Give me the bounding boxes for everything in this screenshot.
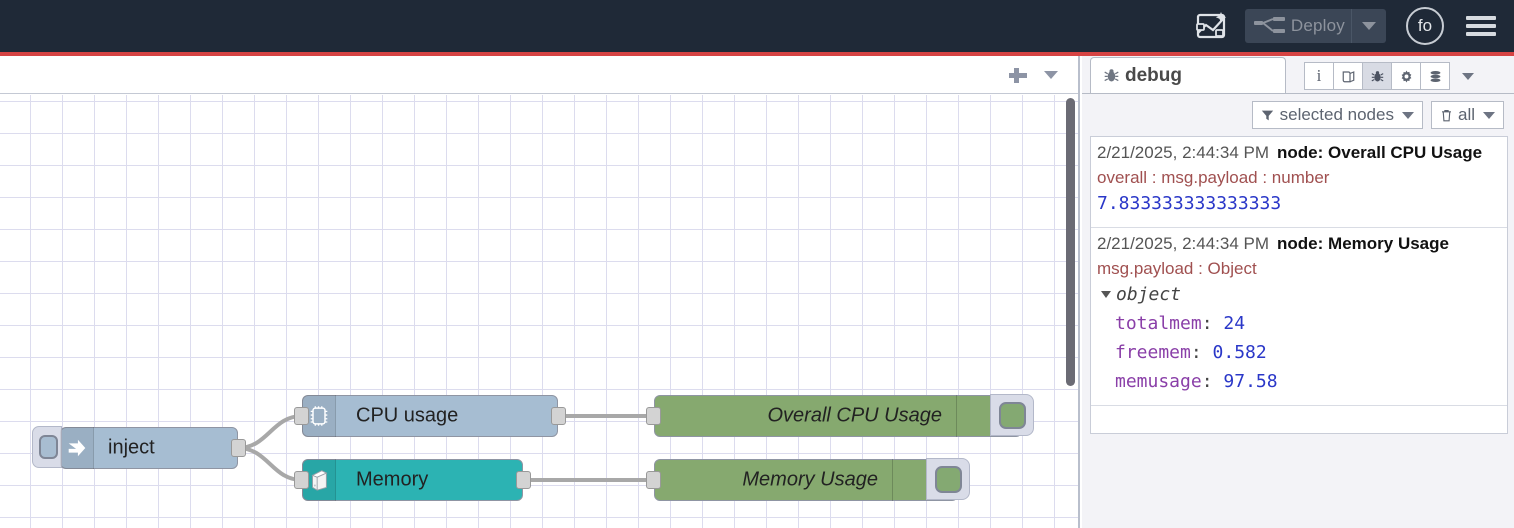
help-book-icon[interactable]: [1333, 62, 1363, 90]
node-output-port[interactable]: [551, 407, 566, 425]
hamburger-menu-icon[interactable]: [1466, 12, 1496, 40]
debug-source-node: node: Memory Usage: [1277, 234, 1449, 254]
debug-message-value: 7.833333333333333: [1097, 193, 1282, 215]
tab-debug[interactable]: debug: [1090, 57, 1286, 93]
chevron-down-icon: [1362, 22, 1376, 30]
debug-enable-toggle[interactable]: [990, 394, 1034, 436]
filter-label: selected nodes: [1279, 105, 1394, 124]
property-value: 24: [1223, 313, 1246, 335]
debug-message[interactable]: 2/21/2025, 2:44:34 PM node: Overall CPU U…: [1091, 137, 1507, 229]
avatar[interactable]: fo: [1406, 7, 1444, 45]
info-icon[interactable]: i: [1304, 62, 1334, 90]
debug-lines-icon: [956, 395, 992, 437]
deploy-divider: [1351, 9, 1352, 43]
chevron-down-icon: [1044, 70, 1058, 79]
flow-editor: inject CPU us: [0, 56, 1080, 528]
node-output-port[interactable]: [516, 471, 531, 489]
canvas-vertical-scrollbar[interactable]: [1066, 98, 1075, 386]
debug-timestamp: 2/21/2025, 2:44:34 PM: [1097, 143, 1270, 162]
debug-message-list[interactable]: 2/21/2025, 2:44:34 PM node: Overall CPU U…: [1090, 136, 1508, 434]
property-key: freemem: [1115, 341, 1191, 363]
flow-add-icon[interactable]: [1191, 6, 1231, 46]
flow-canvas[interactable]: inject CPU us: [0, 95, 1078, 528]
clear-label: all: [1457, 105, 1475, 124]
flow-node-label: inject: [108, 436, 155, 459]
debug-filter-row: selected nodes all: [1082, 95, 1514, 135]
flow-node-memory-usage[interactable]: Memory Usage: [646, 458, 970, 501]
debug-lines-icon: [892, 459, 928, 501]
clear-messages-button[interactable]: all: [1430, 101, 1504, 129]
node-input-port[interactable]: [646, 407, 661, 425]
sidebar-tab-row: debug i: [1082, 56, 1514, 94]
flow-node-label: Memory: [356, 468, 429, 491]
chevron-down-icon: [1483, 111, 1495, 119]
debug-object-property: totalmem: 24: [1115, 313, 1246, 335]
app-header: Deploy fo: [0, 0, 1514, 52]
chevron-down-icon: [1462, 72, 1474, 80]
debug-message-header: 2/21/2025, 2:44:34 PM node: Overall CPU U…: [1097, 141, 1507, 166]
debug-message-header: 2/21/2025, 2:44:34 PM node: Memory Usage: [1097, 232, 1507, 257]
trash-icon: [1442, 109, 1451, 121]
debug-object-property: freemem: 0.582: [1115, 341, 1267, 363]
debug-message-topic: msg.payload : Object: [1097, 258, 1257, 278]
deploy-node-icon: [1253, 15, 1287, 37]
tab-label: debug: [1125, 64, 1182, 86]
sidebar-tool-group: i: [1304, 62, 1483, 93]
node-input-port[interactable]: [294, 471, 309, 489]
canvas-toolbar: [0, 56, 1078, 94]
debug-enable-toggle[interactable]: [926, 458, 970, 500]
deploy-dropdown-button[interactable]: [1352, 22, 1386, 30]
deploy-label: Deploy: [1290, 16, 1345, 35]
plus-icon[interactable]: [1000, 58, 1034, 92]
flow-node-cpu-usage[interactable]: CPU usage: [294, 395, 566, 437]
bug-icon: [1104, 69, 1119, 82]
server-tower-icon: [302, 459, 336, 501]
inject-trigger-button[interactable]: [32, 426, 62, 468]
flow-node-memory[interactable]: Memory: [294, 459, 531, 501]
sidebar-options-button[interactable]: [1453, 62, 1483, 90]
property-key: memusage: [1115, 370, 1202, 392]
flow-node-inject[interactable]: inject: [32, 426, 246, 469]
flow-node-label: Memory Usage: [742, 468, 878, 491]
property-value: 97.58: [1223, 370, 1278, 392]
config-gear-icon[interactable]: [1391, 62, 1421, 90]
node-input-port[interactable]: [646, 471, 661, 489]
debug-source-node: node: Overall CPU Usage: [1277, 143, 1483, 162]
property-key: totalmem: [1115, 313, 1202, 335]
debug-object-label: object: [1116, 284, 1182, 306]
header-accent-line: [0, 52, 1514, 56]
flow-node-label: CPU usage: [356, 404, 459, 427]
filter-selected-nodes-button[interactable]: selected nodes: [1251, 101, 1423, 129]
debug-timestamp: 2/21/2025, 2:44:34 PM: [1097, 234, 1270, 254]
debug-object-expander[interactable]: object: [1097, 281, 1507, 310]
triangle-down-icon: [1101, 291, 1111, 299]
flow-node-label: Overall CPU Usage: [767, 404, 942, 427]
chevron-down-icon: [1401, 111, 1414, 119]
node-input-port[interactable]: [294, 407, 309, 425]
debug-message-topic: overall : msg.payload : number: [1097, 167, 1330, 187]
context-data-icon[interactable]: [1420, 62, 1450, 90]
debug-bug-icon[interactable]: [1362, 62, 1392, 90]
flow-node-overall-cpu-usage[interactable]: Overall CPU Usage: [646, 394, 1034, 437]
tabs-dropdown-button[interactable]: [1034, 58, 1068, 92]
avatar-initials: fo: [1417, 16, 1433, 35]
deploy-button[interactable]: Deploy: [1244, 9, 1386, 43]
node-output-port[interactable]: [231, 439, 246, 457]
property-value: 0.582: [1212, 341, 1267, 363]
funnel-icon: [1261, 110, 1273, 120]
debug-object-property: memusage: 97.58: [1115, 370, 1278, 392]
arrow-right-icon: [60, 427, 94, 469]
debug-sidebar: debug i: [1082, 56, 1514, 528]
